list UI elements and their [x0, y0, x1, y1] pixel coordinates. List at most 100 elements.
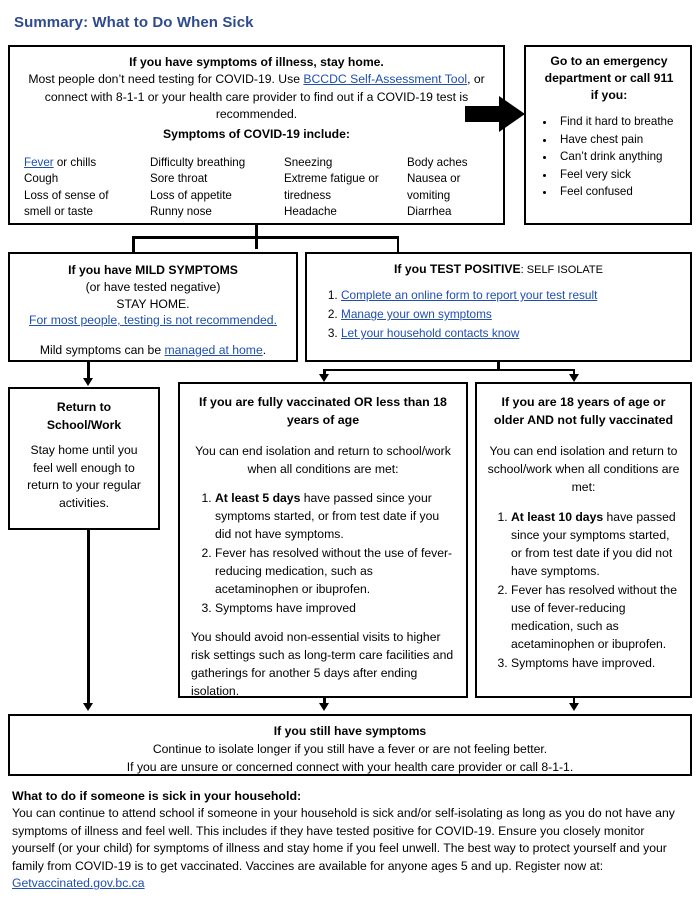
symptom-item: Loss of appetite	[150, 188, 232, 202]
list-item: Feel very sick	[556, 166, 684, 184]
symptoms-grid: Fever or chills Cough Loss of sense of s…	[24, 155, 493, 220]
emergency-heading-line3: if you:	[590, 88, 628, 102]
connector-to-positive	[396, 236, 399, 252]
symptom-item: Nausea or	[407, 172, 461, 186]
list-item: Manage your own symptoms	[341, 305, 682, 324]
symptom-item: Headache	[284, 204, 337, 218]
unvaccinated-conditions-list: At least 10 days have passed since your …	[487, 508, 680, 672]
connector-top-bar	[132, 236, 399, 239]
bccdc-self-assessment-link[interactable]: BCCDC Self-Assessment Tool	[303, 72, 468, 86]
still-line1: Continue to isolate longer if you still …	[152, 742, 548, 756]
still-line2: If you are unsure or concerned connect w…	[126, 760, 574, 774]
emergency-symptom-list: Find it hard to breathe Have chest pain …	[534, 113, 684, 201]
arrow-head-icon	[568, 703, 579, 711]
household-heading: What to do if someone is sick in your ho…	[12, 789, 302, 803]
household-contacts-link[interactable]: Let your household contacts know	[341, 326, 520, 340]
symptom-item: Loss of sense of	[24, 188, 109, 202]
symptoms-column-2: Difficulty breathing Sore throat Loss of…	[150, 155, 284, 220]
condition-rest: Fever has resolved without the use of fe…	[511, 583, 677, 651]
report-test-result-link[interactable]: Complete an online form to report your t…	[341, 288, 598, 302]
connector-vaccinated-to-still	[323, 698, 326, 705]
symptoms-column-4: Body aches Nausea or vomiting Diarrhea	[407, 155, 507, 220]
connector-mild-to-return	[87, 362, 90, 379]
getvaccinated-link[interactable]: Getvaccinated.gov.bc.ca	[12, 876, 145, 891]
top-box-line3: connect with 8-1-1 or your health care p…	[44, 89, 469, 104]
unvaccinated-body: You can end isolation and return to scho…	[487, 444, 680, 494]
condition-rest: have passed since your symptoms started,…	[215, 491, 440, 541]
symptom-item: vomiting	[407, 188, 451, 202]
connector-return-to-still	[87, 530, 90, 705]
symptom-item: Fever or chills	[24, 156, 97, 169]
managed-at-home-link[interactable]: managed at home	[164, 343, 263, 357]
return-heading-line1: Return to	[56, 400, 112, 414]
emergency-heading-line1: Go to an emergency	[550, 54, 668, 68]
positive-heading-rest: : SELF ISOLATE	[520, 264, 603, 276]
return-body: Stay home until you feel well enough to …	[27, 443, 141, 510]
list-item: Symptoms have improved.	[511, 654, 680, 672]
top-box-line2-a: Most people don’t need testing for COVID…	[28, 72, 304, 86]
mild-heading: If you have MILD SYMPTOMS	[68, 263, 238, 277]
return-to-school-work-box: Return to School/Work Stay home until yo…	[8, 387, 160, 530]
mild-sub1: (or have tested negative)	[85, 280, 221, 294]
mild-last-row: Mild symptoms can be managed at home.	[16, 342, 290, 359]
symptoms-stay-home-box: If you have symptoms of illness, stay ho…	[8, 45, 505, 225]
list-item: Have chest pain	[556, 131, 684, 149]
list-item: At least 10 days have passed since your …	[511, 508, 680, 580]
list-item: At least 5 days have passed since your s…	[215, 489, 455, 543]
top-box-line1: If you have symptoms of illness, stay ho…	[129, 55, 384, 69]
vaccinated-footer: You should avoid non-essential visits to…	[191, 630, 454, 698]
top-box-line2-b: , or	[467, 72, 485, 86]
connector-unvaccinated-to-still	[572, 698, 575, 705]
vaccinated-conditions-list: At least 5 days have passed since your s…	[191, 489, 455, 617]
household-link-row: Getvaccinated.gov.bc.ca	[12, 875, 688, 893]
household-paragraph: You can continue to attend school if som…	[12, 806, 675, 873]
list-item: Fever has resolved without the use of fe…	[511, 581, 680, 653]
connector-positive-stem	[497, 362, 500, 371]
mild-sub2: STAY HOME.	[116, 296, 190, 311]
household-section: What to do if someone is sick in your ho…	[12, 787, 688, 893]
fully-vaccinated-box: If you are fully vaccinated OR less than…	[178, 382, 468, 698]
list-item: Complete an online form to report your t…	[341, 286, 682, 305]
mild-last-a: Mild symptoms can be	[39, 343, 165, 357]
positive-steps-list: Complete an online form to report your t…	[315, 286, 682, 343]
test-positive-box: If you TEST POSITIVE: SELF ISOLATE Compl…	[305, 252, 692, 362]
condition-rest: have passed since your symptoms started,…	[511, 510, 676, 578]
still-heading: If you still have symptoms	[273, 724, 427, 738]
still-have-symptoms-box: If you still have symptoms Continue to i…	[8, 714, 692, 776]
block-arrow-right-icon	[465, 96, 525, 132]
arrow-head-icon	[319, 374, 330, 382]
arrow-head-icon	[83, 378, 94, 386]
symptom-item: smell or taste	[24, 204, 93, 218]
list-item: Symptoms have improved	[215, 599, 455, 617]
symptom-item: Diarrhea	[407, 204, 452, 218]
list-item: Feel confused	[556, 183, 684, 201]
condition-bold: At least 5 days	[215, 491, 301, 505]
positive-heading: If you TEST POSITIVE: SELF ISOLATE	[315, 262, 682, 276]
symptoms-column-3: Sneezing Extreme fatigue or tiredness He…	[284, 155, 407, 220]
list-item: Find it hard to breathe	[556, 113, 684, 131]
connector-to-unvaccinated	[572, 368, 575, 378]
vaccinated-body: You can end isolation and return to scho…	[195, 444, 451, 476]
symptom-item: tiredness	[284, 188, 332, 202]
list-item: Let your household contacts know	[341, 324, 682, 343]
top-box-line4: recommended.	[215, 107, 298, 121]
testing-not-recommended-link[interactable]: For most people, testing is not recommen…	[29, 313, 277, 327]
mild-last-b: .	[262, 343, 267, 357]
mild-symptoms-box: If you have MILD SYMPTOMS (or have teste…	[8, 252, 298, 362]
symptoms-column-1: Fever or chills Cough Loss of sense of s…	[24, 155, 150, 220]
unvaccinated-heading: If you are 18 years of age or older AND …	[493, 395, 674, 427]
condition-rest: Symptoms have improved	[215, 601, 356, 615]
symptom-item: Cough	[24, 172, 59, 186]
symptom-item: Body aches	[407, 156, 468, 169]
fever-link[interactable]: Fever	[24, 156, 54, 169]
manage-symptoms-link[interactable]: Manage your own symptoms	[341, 307, 492, 321]
symptom-item: Sore throat	[150, 172, 208, 186]
emergency-box: Go to an emergency department or call 91…	[524, 45, 692, 225]
symptom-item: Difficulty breathing	[150, 156, 246, 169]
list-item: Fever has resolved without the use of fe…	[215, 544, 455, 598]
list-item: Can’t drink anything	[556, 148, 684, 166]
connector-positive-bar	[323, 368, 575, 371]
arrow-head-icon	[319, 703, 330, 711]
condition-rest: Fever has resolved without the use of fe…	[215, 546, 453, 596]
